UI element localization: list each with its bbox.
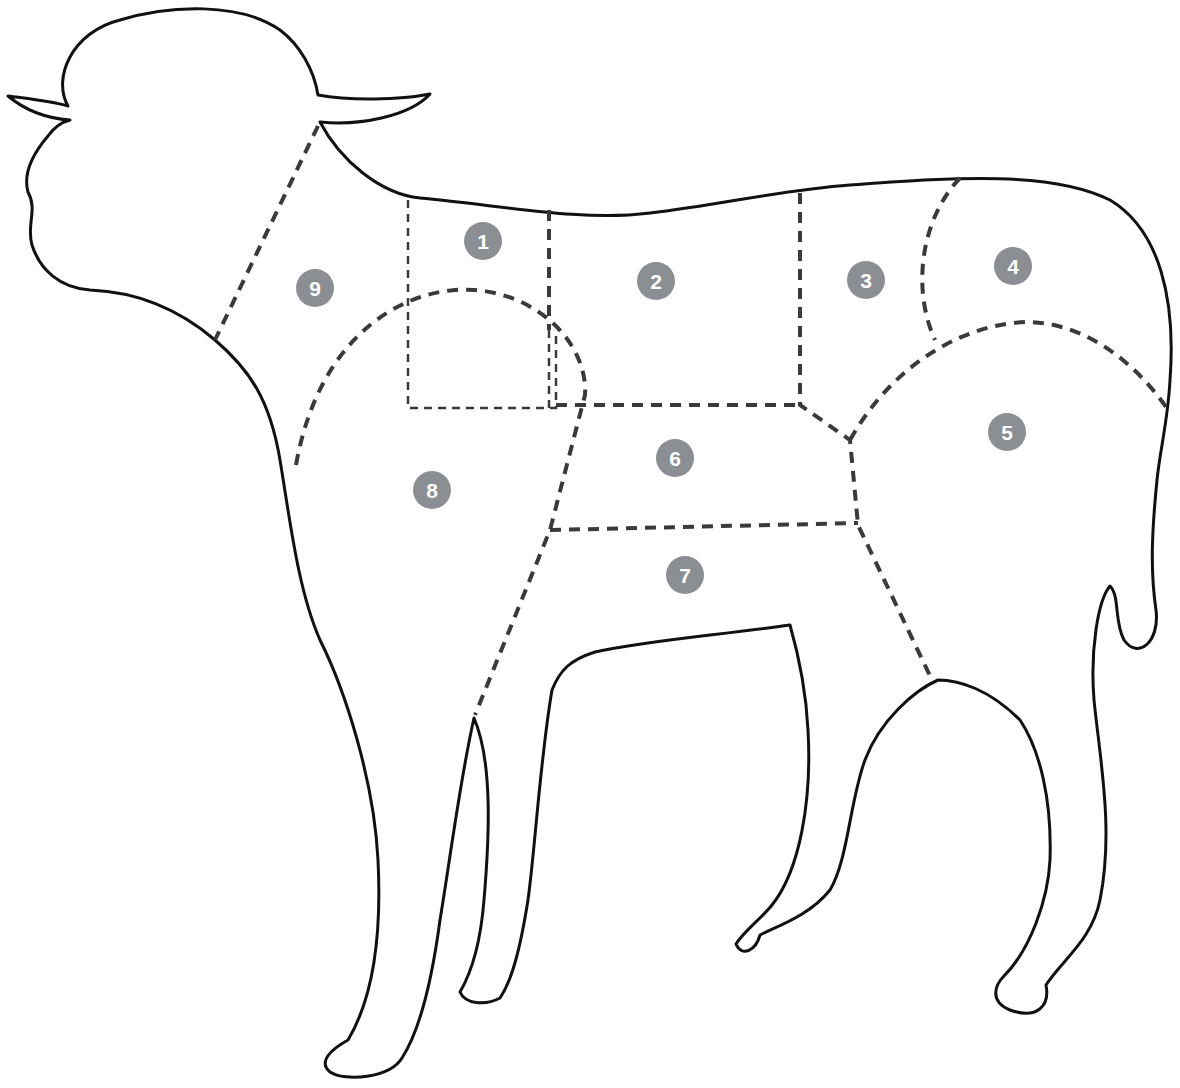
callout-number: 4	[994, 247, 1032, 285]
callout-number: 9	[296, 269, 334, 307]
shoulder-cut	[296, 290, 585, 715]
lamb-outline	[8, 9, 1171, 1078]
callout-number: 5	[988, 413, 1026, 451]
neck-cut	[215, 126, 318, 340]
loin-rear-cut	[800, 193, 932, 680]
callout-text: 8	[426, 480, 438, 501]
callout-text: 1	[477, 231, 489, 252]
rack-right-cut	[547, 210, 551, 330]
callout-text: 7	[679, 565, 691, 586]
callout-text: 4	[1007, 256, 1019, 277]
callout-text: 3	[860, 270, 872, 291]
callout-number: 6	[656, 439, 694, 477]
belly-cut	[550, 523, 858, 530]
rack-box-outline	[408, 200, 556, 408]
callout-text: 2	[650, 271, 662, 292]
rack-box	[408, 200, 556, 408]
callout-number: 8	[413, 471, 451, 509]
rump-cut	[922, 178, 960, 340]
callout-number: 2	[637, 262, 675, 300]
cut-lines	[215, 126, 1168, 715]
callout-text: 9	[309, 278, 321, 299]
callout-text: 6	[669, 448, 681, 469]
rack-box-inner	[548, 330, 551, 408]
callout-number: 7	[666, 556, 704, 594]
callout-text: 5	[1001, 422, 1013, 443]
loin-base-cut	[556, 403, 800, 407]
callout-number: 3	[847, 261, 885, 299]
callout-number: 1	[464, 222, 502, 260]
